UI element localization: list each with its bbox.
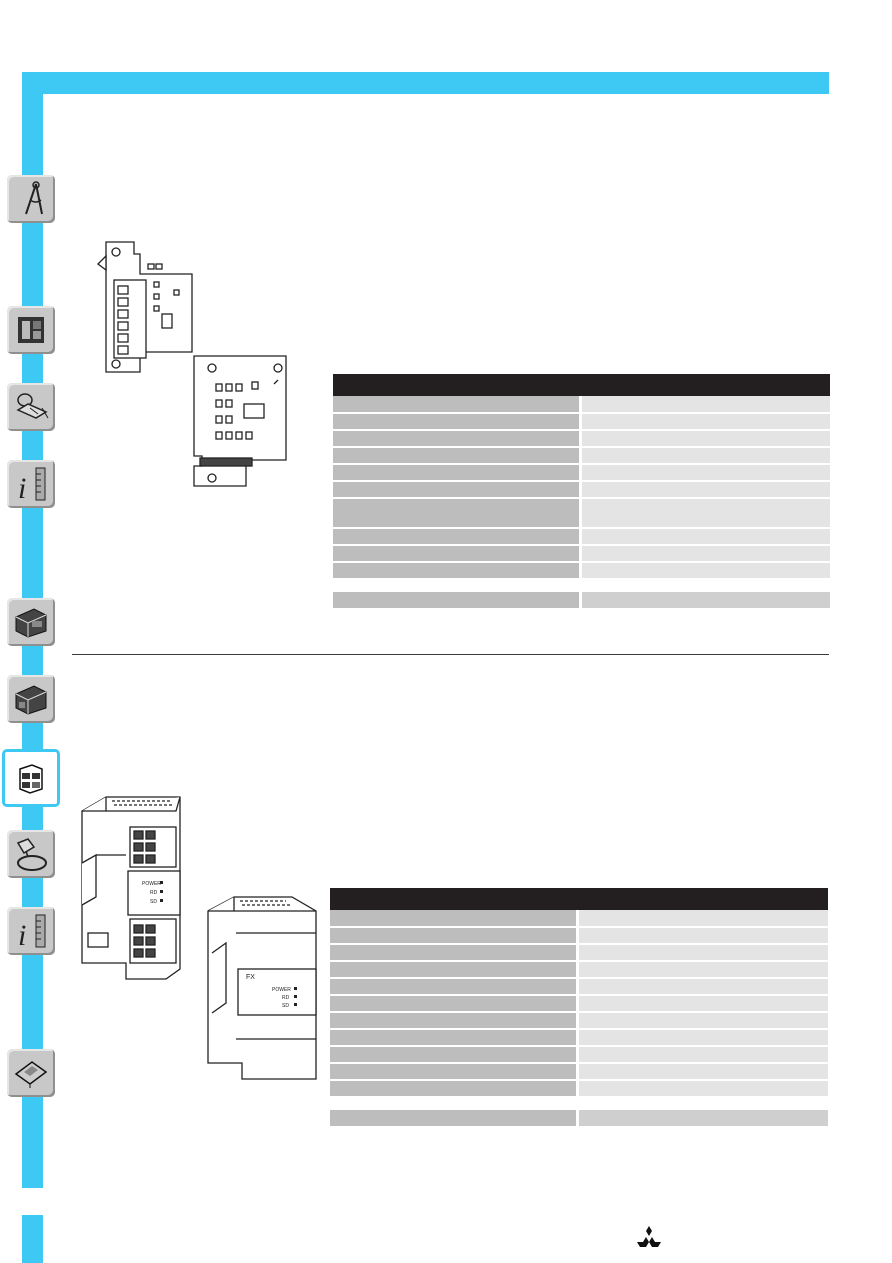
spec-table-adapter <box>333 374 830 610</box>
table-row <box>333 498 830 529</box>
module-left-rd-label: RD <box>150 890 158 896</box>
plc-unit-icon <box>18 317 44 343</box>
sidebar-tab-info-2[interactable]: i <box>7 907 55 955</box>
svg-text:i: i <box>18 919 26 950</box>
communication-adapter-boards-illustration <box>97 241 287 487</box>
table-row <box>333 413 830 431</box>
table-row-extra <box>333 592 830 610</box>
module-left-power-label: POWER <box>142 881 161 887</box>
table-row <box>333 562 830 580</box>
svg-text:i: i <box>18 472 26 503</box>
table-spacer <box>330 1097 828 1110</box>
table-row <box>333 481 830 499</box>
table-row <box>330 1029 828 1047</box>
sidebar-tab-compact-plc[interactable] <box>2 749 60 807</box>
info-ruler-icon: i <box>18 467 46 503</box>
table-row <box>330 978 828 996</box>
table-row <box>333 528 830 546</box>
cable-connector-icon <box>16 838 47 871</box>
mitsubishi-logo <box>637 1226 661 1247</box>
sidebar-tab-info[interactable]: i <box>7 460 55 508</box>
sidebar-tab-handheld[interactable] <box>7 383 55 431</box>
table-row <box>330 1080 828 1098</box>
plc-module-icon <box>15 608 47 638</box>
frame-left-bar-bottom <box>22 1215 43 1263</box>
module-right-model-label: FX <box>246 974 255 981</box>
table-row <box>333 545 830 563</box>
sidebar-tab-cable[interactable] <box>7 830 55 878</box>
table-row-extra <box>330 1110 828 1128</box>
info-ruler-icon: i <box>18 914 46 950</box>
table-row <box>330 1063 828 1081</box>
sidebar-tab-software[interactable] <box>7 1049 55 1097</box>
table-row <box>330 961 828 979</box>
sidebar-tab-module-b[interactable] <box>7 675 55 723</box>
expansion-modules-illustration: POWER RD SD FX POWER RD SD <box>81 796 317 1080</box>
table-header <box>333 374 830 396</box>
table-row <box>333 447 830 465</box>
table-spacer <box>333 579 830 592</box>
table-row <box>330 1012 828 1030</box>
table-row <box>330 1046 828 1064</box>
sidebar-tab-module-a[interactable] <box>7 598 55 646</box>
section-divider <box>72 654 829 655</box>
module-right-rd-label: RD <box>282 995 290 1001</box>
plc-module-icon <box>15 685 47 715</box>
module-left-sd-label: SD <box>150 899 157 905</box>
table-row <box>330 910 828 928</box>
handheld-programmer-icon <box>16 393 49 419</box>
table-row <box>330 927 828 945</box>
compact-plc-icon <box>19 764 43 794</box>
frame-top-bar <box>22 72 829 94</box>
table-row <box>333 430 830 448</box>
sidebar-tab-plc-unit[interactable] <box>7 306 55 354</box>
module-right-power-label: POWER <box>272 987 291 993</box>
table-row <box>330 995 828 1013</box>
compass-icon <box>25 181 43 215</box>
table-header <box>330 888 828 910</box>
table-row <box>333 396 830 414</box>
table-row <box>330 944 828 962</box>
module-right-sd-label: SD <box>282 1003 289 1009</box>
table-row <box>333 464 830 482</box>
floppy-disk-icon <box>14 1061 48 1088</box>
sidebar-tab-compass[interactable] <box>7 175 55 223</box>
spec-table-module <box>330 888 828 1128</box>
